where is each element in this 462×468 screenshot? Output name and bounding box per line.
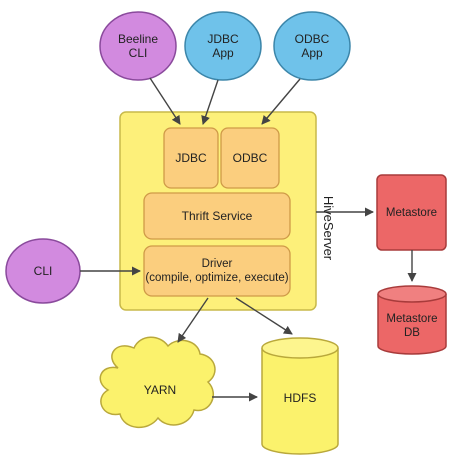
arrow-driver-to-yarn [177, 297, 209, 343]
metastore-node [376, 174, 447, 251]
cli-node [5, 238, 81, 304]
jdbc-app-node [184, 11, 262, 81]
jdbc-component [163, 127, 219, 189]
thrift-service-component [143, 192, 291, 240]
beeline-cli-node [99, 11, 177, 81]
metastore-db-node [377, 285, 447, 355]
odbc-component [220, 127, 280, 189]
hiveserver-label: HiveServer [321, 195, 336, 261]
yarn-cloud-node [99, 336, 216, 428]
odbc-app-node [273, 11, 351, 81]
hdfs-node [261, 337, 339, 455]
arrow-odbcapp-to-odbc [261, 78, 301, 125]
arrow-beeline-to-jdbc [149, 77, 181, 125]
arrow-jdbcapp-to-jdbc [201, 79, 219, 125]
driver-component [143, 245, 291, 297]
arrow-driver-to-hdfs [235, 297, 293, 335]
